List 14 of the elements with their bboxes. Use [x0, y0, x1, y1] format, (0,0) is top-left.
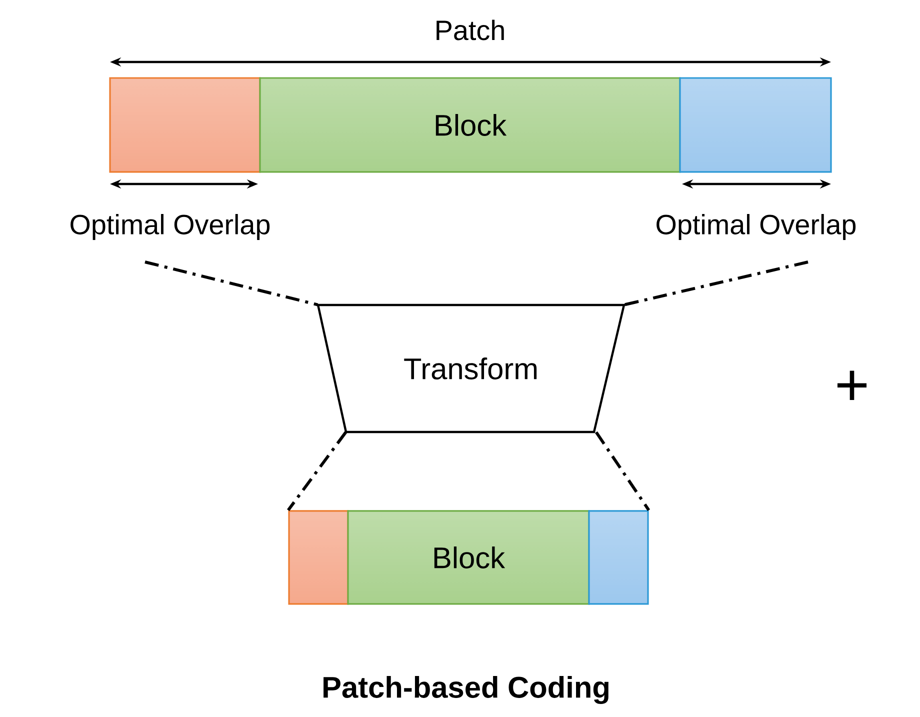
plus-sign: + [837, 370, 867, 400]
dimension-label: Patch [436, 20, 504, 40]
dash-dot-line [594, 431, 650, 512]
dimension-label: Optimal Overlap [70, 214, 270, 240]
color-box [109, 77, 261, 173]
dimension-label: Optimal Overlap [656, 214, 856, 240]
trapezoid-box: Transform [316, 304, 626, 434]
color-box [588, 510, 649, 605]
color-box [679, 77, 832, 173]
dash-dot-line [624, 260, 808, 306]
dash-dot-line [144, 260, 318, 306]
caption: Patch-based Coding [324, 676, 608, 704]
dash-dot-line [287, 431, 348, 512]
color-box [288, 510, 349, 605]
